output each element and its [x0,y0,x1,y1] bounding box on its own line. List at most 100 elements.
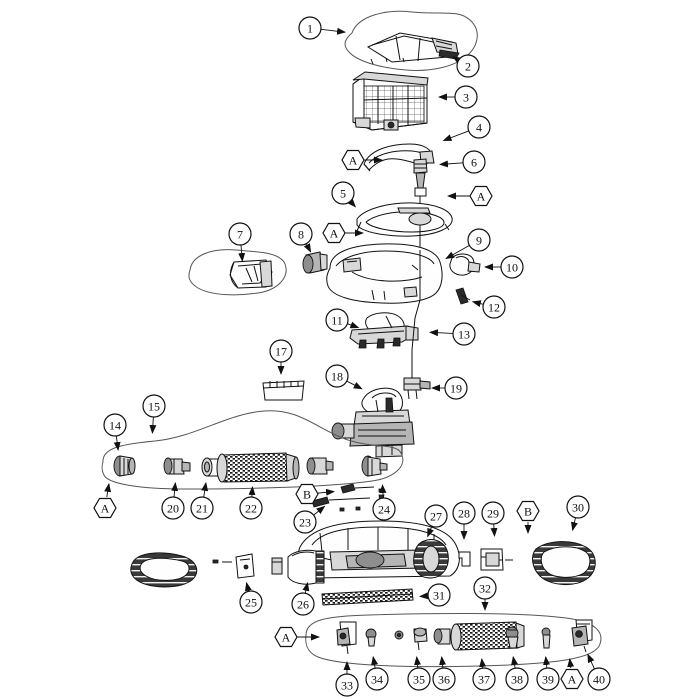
part-roller-hub-cap [306,455,388,477]
callout-label: 6 [471,156,477,170]
marker-hexagon [469,185,493,207]
marker-a-a5[interactable]: A [274,626,298,648]
callout-14-14[interactable]: 14 [103,413,127,437]
leader-line-25-25 [244,581,252,592]
callout-24-24[interactable]: 24 [372,497,396,521]
callout-circle [190,496,214,520]
callout-31-31[interactable]: 31 [427,583,451,607]
callout-39-39[interactable]: 39 [536,667,560,691]
callout-2-2[interactable]: 2 [456,54,480,78]
callout-4-4[interactable]: 4 [467,115,491,139]
marker-hexagon [322,222,346,244]
callout-label: 25 [245,596,257,610]
marker-a-a1[interactable]: A [341,149,365,171]
callout-circle [472,667,496,691]
callout-label: 15 [148,400,160,414]
part-brush-roller [216,452,300,483]
callout-circle [566,495,590,519]
callout-36-36[interactable]: 36 [432,667,456,691]
marker-a-a4[interactable]: A [93,497,117,519]
leader-line-15-15 [149,416,157,435]
callout-25-25[interactable]: 25 [239,590,263,614]
part-left-track-belt [130,552,198,588]
callout-17-17[interactable]: 17 [269,339,293,363]
callout-19-19[interactable]: 19 [444,376,468,400]
callout-5-5[interactable]: 5 [331,181,355,205]
marker-a-a6[interactable]: A [560,668,584,690]
callout-26-26[interactable]: 26 [291,592,315,616]
callout-label: 26 [297,598,309,612]
callout-label: 39 [542,673,554,687]
callout-circle [289,222,313,246]
leader-line-27-27 [427,526,434,538]
part-float-bushing [302,251,328,274]
leader-lines-layer [104,27,595,674]
callout-circle [269,339,293,363]
callout-20-20[interactable]: 20 [161,496,185,520]
leader-line-23-23 [313,505,326,516]
callout-label: 4 [476,121,482,135]
callout-label: 38 [511,673,523,687]
leader-line-13-13 [428,329,454,337]
callout-label: 2 [465,60,471,74]
callout-22-22[interactable]: 22 [239,496,263,520]
callout-7-7[interactable]: 7 [228,222,252,246]
callout-38-38[interactable]: 38 [505,667,529,691]
callout-label: 22 [245,502,257,516]
callout-label: 12 [488,301,500,315]
callout-10-10[interactable]: 10 [500,255,524,279]
callout-37-37[interactable]: 37 [472,667,496,691]
callout-12-12[interactable]: 12 [482,295,506,319]
callout-27-27[interactable]: 27 [424,504,448,528]
part-roller-end-cap [113,455,136,477]
leader-line-29-29 [490,523,498,538]
callout-21-21[interactable]: 21 [190,496,214,520]
callout-40-40[interactable]: 40 [587,667,611,691]
callout-1-1[interactable]: 1 [298,16,322,40]
leader-line-a-a6 [567,657,575,669]
marker-a-a3[interactable]: A [322,222,346,244]
part-lower-hardware-bag [305,612,602,668]
leader-line-31-31 [418,592,429,600]
callout-circle [505,667,529,691]
callout-15-15[interactable]: 15 [142,394,166,418]
callout-28-28[interactable]: 28 [452,501,476,525]
callout-18-18[interactable]: 18 [325,364,349,388]
leader-line-30-30 [571,517,578,532]
marker-b-b1[interactable]: B [295,483,319,505]
callout-8-8[interactable]: 8 [289,222,313,246]
leader-line-24-24 [379,483,387,499]
marker-hexagon [516,500,540,522]
callout-circle [331,181,355,205]
callout-35-35[interactable]: 35 [407,667,431,691]
part-spacer-bushing [433,628,451,645]
callout-circle [427,583,451,607]
callout-label: 1 [307,22,313,36]
callout-6-6[interactable]: 6 [462,150,486,174]
callout-circle [239,590,263,614]
callout-label: 10 [506,261,518,275]
callout-23-23[interactable]: 23 [293,510,317,534]
callout-29-29[interactable]: 29 [481,501,505,525]
part-pivot-pin [365,628,377,647]
part-comb-scraper-plate [262,380,305,401]
leader-line-6-6 [438,160,464,168]
callout-3-3[interactable]: 3 [454,85,478,109]
callout-circle [587,667,611,691]
marker-label: A [282,631,291,645]
callout-33-33[interactable]: 33 [335,673,359,697]
leader-line-a-a4 [104,482,112,498]
callout-34-34[interactable]: 34 [365,667,389,691]
callout-9-9[interactable]: 9 [467,228,491,252]
callout-label: 29 [487,507,499,521]
callout-circle [452,322,476,346]
marker-b-b2[interactable]: B [516,500,540,522]
callout-11-11[interactable]: 11 [325,308,349,332]
callout-32-32[interactable]: 32 [473,576,497,600]
leader-line-35-35 [414,655,422,669]
callout-label: 32 [479,582,491,596]
marker-a-a2[interactable]: A [469,185,493,207]
callout-13-13[interactable]: 13 [452,322,476,346]
part-chassis-assembly [287,520,460,585]
callout-30-30[interactable]: 30 [566,495,590,519]
